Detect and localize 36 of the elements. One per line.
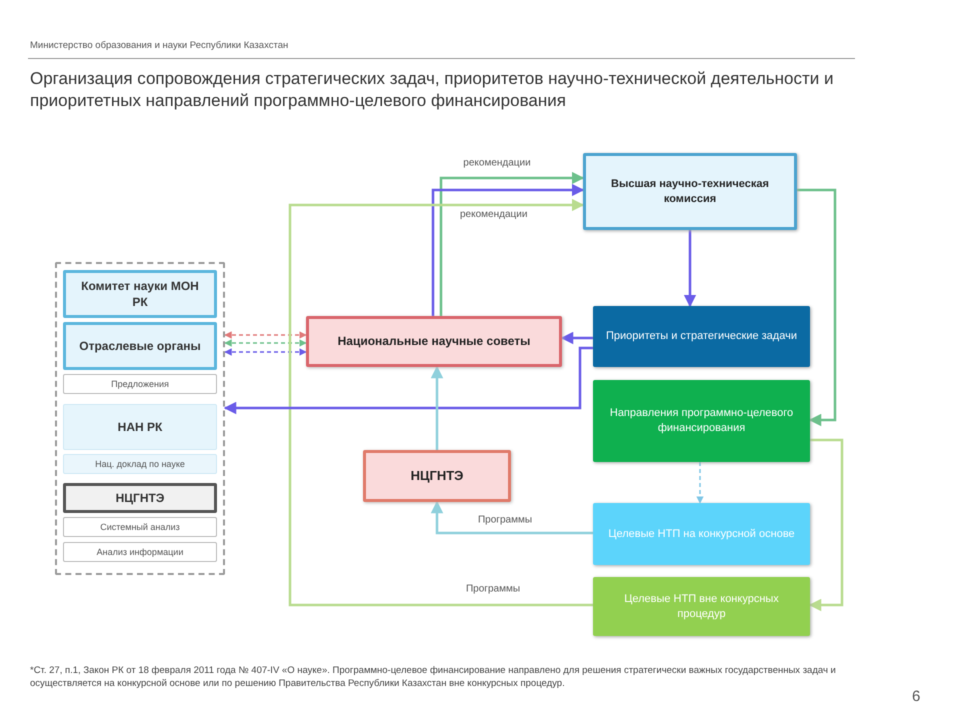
node-group-frame — [55, 262, 225, 575]
process-box: Национальные научные советы — [306, 316, 562, 367]
slide-title: Организация сопровождения стратегических задач, приоритетов научно-технической деятельности и приоритетных направлений программно-целевого финансирования — [30, 68, 834, 112]
process-box: Целевые НТП на конкурсной основе — [593, 503, 810, 565]
connector-arrow — [224, 331, 307, 339]
connector-arrow — [430, 500, 593, 534]
footnote: *Ст. 27, п.1, Закон РК от 18 февраля 2011 года № 407-IV «О науке». Программно-целевое финансирование направлено для решения стратегически важных государственных задач и осуществляется на конкурсной основе или по решению Правительства Республики Казахстан вне конкурсных процедур. — [30, 664, 837, 690]
process-box: НЦГНТЭ — [63, 483, 217, 513]
connector-arrow — [696, 462, 704, 504]
process-box: НЦГНТЭ — [363, 450, 511, 502]
connector-arrow — [224, 346, 593, 414]
process-box: Нац. доклад по науке — [63, 454, 217, 474]
page-number: 6 — [912, 688, 920, 705]
process-box: НАН РК — [63, 404, 217, 450]
process-box: Предложения — [63, 374, 217, 394]
process-box: Приоритеты и стратегические задачи — [593, 306, 810, 367]
edge-label: Программы — [464, 584, 522, 594]
connector-arrow — [560, 332, 593, 344]
process-box: Целевые НТП вне конкурсных процедур — [593, 577, 810, 636]
process-box: Высшая научно-техническая комиссия — [583, 153, 797, 230]
edge-label: Программы — [476, 514, 534, 526]
process-box: Анализ информации — [63, 542, 217, 562]
edge-label: рекомендации — [461, 158, 533, 168]
connector-arrow — [224, 339, 307, 347]
connector-arrow — [797, 188, 836, 426]
connector-arrow — [808, 438, 844, 612]
header-text: Министерство образования и науки Республики Казахстан — [30, 40, 288, 51]
connector-arrow — [224, 348, 307, 356]
process-box: Комитет науки МОН РК — [63, 270, 217, 318]
connector-arrow — [430, 366, 444, 450]
annotation-label: рекомендации — [460, 209, 528, 220]
process-box: Системный анализ — [63, 517, 217, 537]
connector-arrow — [288, 198, 593, 606]
process-box: Отраслевые органы — [63, 322, 217, 370]
connector-arrow — [684, 230, 696, 308]
process-box: Направления программно-целевого финансирования — [593, 380, 810, 462]
